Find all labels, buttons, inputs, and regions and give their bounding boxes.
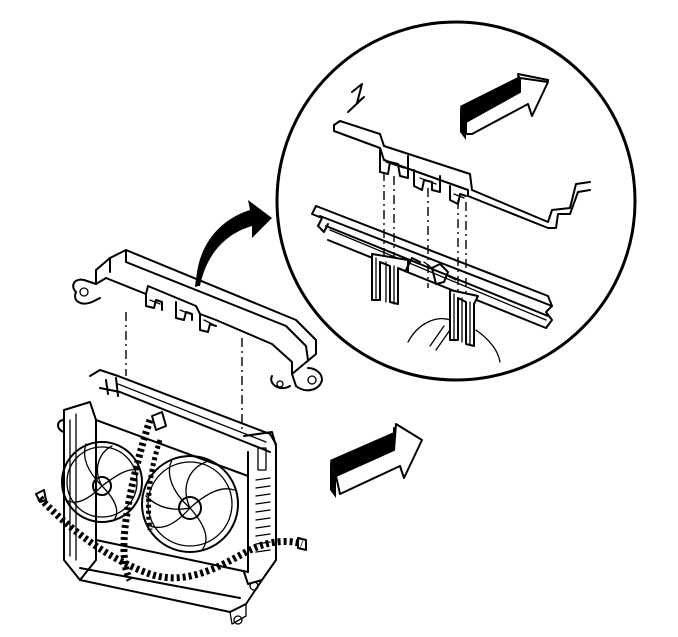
wiring-harness [35, 411, 307, 582]
detail-magnifier [275, 20, 637, 382]
cooling-fan-left [61, 441, 143, 523]
detail-clip-slots [371, 253, 501, 363]
detail-baffle-flange [333, 73, 591, 229]
callout-arrow [195, 200, 272, 287]
radiator-air-baffle [72, 249, 323, 392]
cooling-fan-right [141, 455, 239, 553]
baffle-guide-lines [125, 312, 243, 432]
radiator-assembly [57, 369, 277, 625]
direction-arrow-detail [460, 73, 549, 140]
direction-arrow-main [330, 423, 423, 498]
